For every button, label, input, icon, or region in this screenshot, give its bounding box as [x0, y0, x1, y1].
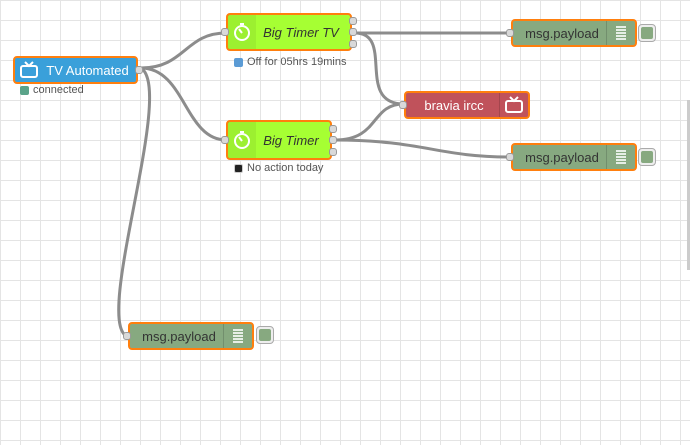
big-timer-tv-input-port[interactable] — [221, 28, 229, 36]
debug-node-1[interactable]: msg.payload — [506, 19, 637, 47]
wire-bigtimer-to-bravia — [334, 102, 405, 142]
big-timer-tv-output-port-3[interactable] — [349, 40, 357, 48]
tv-automated-status: connected — [20, 84, 84, 96]
debug-input-port[interactable] — [506, 153, 514, 161]
debug-label: msg.payload — [525, 149, 599, 165]
big-timer-output-port-1[interactable] — [329, 125, 337, 133]
debug-input-port[interactable] — [506, 29, 514, 37]
wire-tv-to-bigtimer — [140, 66, 227, 142]
debug-list-icon — [223, 324, 252, 348]
debug-label: msg.payload — [525, 25, 599, 41]
vertical-scrollbar[interactable] — [687, 100, 690, 270]
tv-automated-node[interactable]: TV Automated — [13, 56, 143, 84]
big-timer-label: Big Timer — [263, 132, 319, 148]
tv-automated-output-port[interactable] — [135, 66, 143, 74]
wire-tv-to-bigtimertv — [140, 31, 227, 70]
tv-icon — [15, 58, 43, 82]
debug-label: msg.payload — [142, 328, 216, 344]
wire-bigtimer-to-debug2 — [334, 138, 509, 159]
debug-node-2[interactable]: msg.payload — [506, 143, 637, 171]
big-timer-node[interactable]: Big Timer — [221, 120, 337, 160]
big-timer-tv-output-port-1[interactable] — [349, 17, 357, 25]
bravia-ircc-label: bravia ircc — [424, 97, 484, 113]
big-timer-status: No action today — [234, 162, 323, 174]
debug-input-port[interactable] — [123, 332, 131, 340]
bravia-input-port[interactable] — [399, 101, 407, 109]
timer-icon — [228, 15, 256, 49]
debug-node-3[interactable]: msg.payload — [123, 322, 254, 350]
big-timer-tv-label: Big Timer TV — [263, 24, 339, 40]
wire-tv-to-debug3 — [117, 66, 152, 338]
big-timer-tv-output-port-2[interactable] — [349, 28, 357, 36]
tv-automated-label: TV Automated — [46, 62, 129, 78]
bravia-ircc-node[interactable]: bravia ircc — [399, 91, 530, 119]
status-dot — [234, 163, 243, 173]
status-dot — [234, 57, 243, 67]
big-timer-tv-status: Off for 05hrs 19mins — [234, 56, 346, 68]
big-timer-output-port-3[interactable] — [329, 148, 337, 156]
debug-toggle-button[interactable] — [638, 24, 656, 42]
big-timer-input-port[interactable] — [221, 136, 229, 144]
timer-icon — [228, 122, 256, 158]
big-timer-tv-node[interactable]: Big Timer TV — [221, 13, 357, 51]
debug-list-icon — [606, 145, 635, 169]
wire-bigtimertv-to-bravia — [354, 31, 405, 106]
tv-icon — [499, 93, 528, 117]
debug-toggle-button[interactable] — [256, 326, 274, 344]
debug-list-icon — [606, 21, 635, 45]
big-timer-output-port-2[interactable] — [329, 136, 337, 144]
status-dot — [20, 85, 29, 95]
debug-toggle-button[interactable] — [638, 148, 656, 166]
